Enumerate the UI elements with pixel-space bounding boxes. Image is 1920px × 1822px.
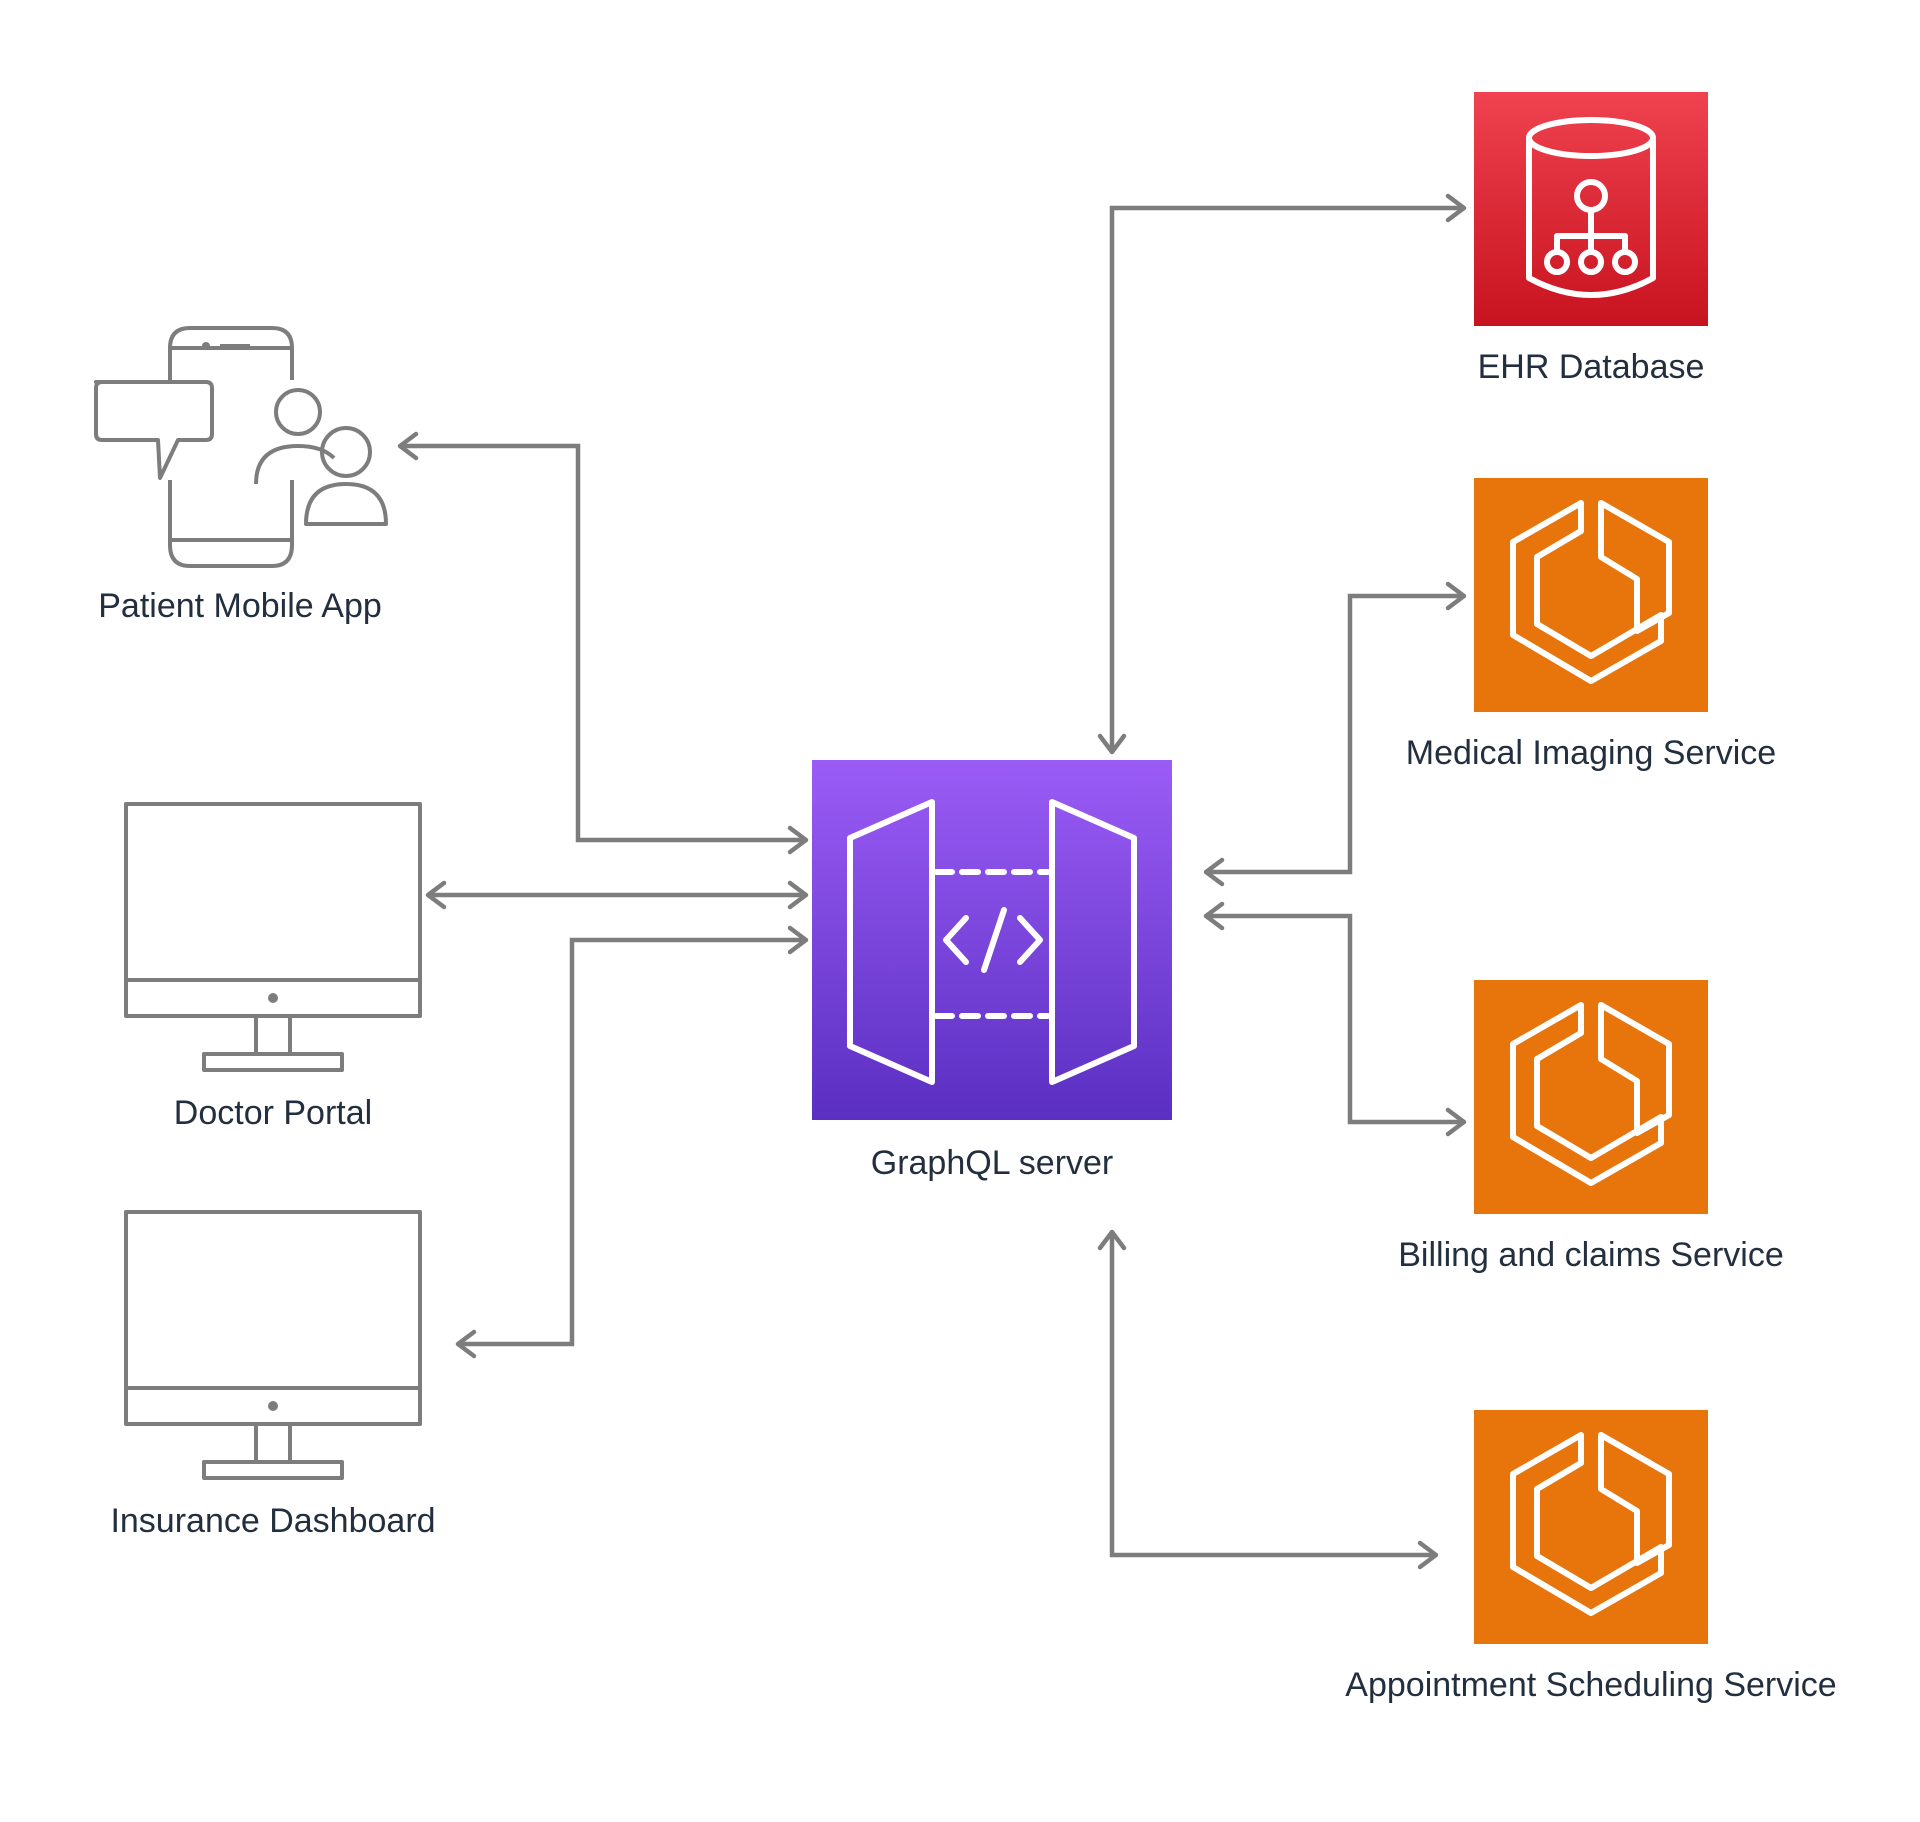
- connector-patient-app-graphql: [397, 431, 809, 855]
- desktop-monitor-icon: [124, 802, 422, 1072]
- medical-imaging-service-label: Medical Imaging Service: [1406, 734, 1776, 772]
- medical-imaging-service-tile: [1474, 478, 1708, 712]
- graphql-server-node: GraphQL server: [812, 760, 1172, 1182]
- billing-service-tile: [1474, 980, 1708, 1214]
- connector-graphql-imaging-service: [1203, 581, 1467, 887]
- mobile-users-icon: [94, 326, 388, 568]
- patient-mobile-app-node: Patient Mobile App: [94, 326, 388, 625]
- connector-doctor-portal-graphql: [425, 880, 809, 910]
- billing-service-node: Billing and claims Service: [1398, 980, 1784, 1274]
- graphql-server-label: GraphQL server: [871, 1144, 1114, 1182]
- api-gateway-icon: [847, 799, 1137, 1085]
- doctor-portal-node: Doctor Portal: [124, 802, 422, 1132]
- insurance-dashboard-node: Insurance Dashboard: [110, 1210, 436, 1540]
- appointment-service-node: Appointment Scheduling Service: [1345, 1410, 1837, 1704]
- connector-graphql-ehr-database: [1097, 193, 1467, 755]
- ehr-database-label: EHR Database: [1478, 348, 1705, 386]
- database-icon: [1526, 117, 1656, 298]
- appointment-service-tile: [1474, 1410, 1708, 1644]
- connector-graphql-billing-service: [1203, 901, 1467, 1137]
- desktop-monitor-icon: [124, 1210, 422, 1480]
- insurance-dashboard-label: Insurance Dashboard: [110, 1502, 435, 1540]
- connectors: [397, 193, 1467, 1570]
- doctor-portal-label: Doctor Portal: [174, 1094, 372, 1132]
- medical-imaging-service-node: Medical Imaging Service: [1406, 478, 1776, 772]
- billing-service-label: Billing and claims Service: [1398, 1236, 1784, 1274]
- patient-mobile-app-label: Patient Mobile App: [98, 587, 382, 625]
- appointment-service-label: Appointment Scheduling Service: [1345, 1666, 1836, 1704]
- ehr-database-node: EHR Database: [1474, 92, 1708, 386]
- connector-insurance-dashboard-graphql: [455, 925, 809, 1359]
- connector-graphql-appointment-service: [1097, 1229, 1439, 1570]
